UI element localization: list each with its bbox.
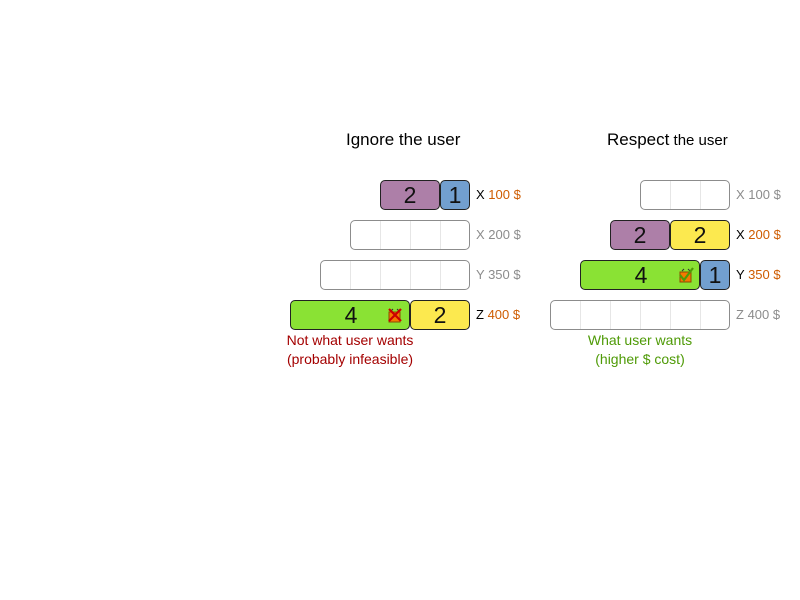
right-panel-title: Respect the user (607, 130, 728, 150)
right-note: What user wants (higher $ cost) (540, 331, 740, 369)
left-row4-machine: Z (476, 307, 484, 322)
left-panel-title: Ignore the user (346, 130, 461, 149)
left-row3-machine: Y (476, 267, 485, 282)
left-row3-label: Y 350 $ (476, 267, 521, 283)
right-row3-machine: Y (736, 267, 745, 282)
left-note-line2: (probably infeasible) (286, 351, 414, 367)
right-note-line1: What user wants (587, 332, 693, 348)
left-row4-block-green-value: 4 (344, 302, 358, 328)
left-row1-machine: X (476, 187, 485, 202)
right-row1-cost: 100 $ (748, 187, 781, 202)
right-title-main: Respect (607, 130, 670, 149)
right-row4-label: Z 400 $ (736, 307, 780, 323)
right-row1-machine: X (736, 187, 745, 202)
left-row2-machine: X (476, 227, 485, 242)
right-row3-block-green-value: 4 (634, 262, 648, 288)
right-title-rest: the user (669, 132, 728, 149)
right-row2-label: X 200 $ (736, 227, 781, 243)
right-row4-cost: 400 $ (747, 307, 781, 322)
right-row3-block-blue: 1 (700, 260, 730, 290)
left-row2-empty-bar (350, 220, 470, 250)
right-row3-cost: 350 $ (748, 267, 781, 282)
left-row4-block-yellow: 2 (410, 300, 470, 330)
right-row3-label: Y 350 $ (736, 267, 781, 283)
left-row4-label: Z 400 $ (476, 307, 520, 323)
left-row1-cost: 100 $ (488, 187, 521, 202)
right-row2-block-purple: 2 (610, 220, 670, 250)
left-row2-cost: 200 $ (488, 227, 521, 242)
right-row2-cost: 200 $ (748, 227, 781, 242)
right-row1-label: X 100 $ (736, 187, 781, 203)
right-row2-block-yellow: 2 (670, 220, 730, 250)
check-icon (679, 267, 694, 283)
left-row1-block-blue: 1 (440, 180, 470, 210)
left-row2-label: X 200 $ (476, 227, 521, 243)
right-note-line2: (higher $ cost) (595, 351, 685, 367)
right-row1-empty-bar (640, 180, 730, 210)
left-note: Not what user wants (probably infeasible… (250, 331, 450, 369)
cross-icon (388, 308, 402, 323)
left-row3-empty-bar (320, 260, 470, 290)
left-note-line1: Not what user wants (286, 332, 414, 348)
left-row1-block-purple: 2 (380, 180, 440, 210)
right-row2-machine: X (736, 227, 745, 242)
right-row4-machine: Z (736, 307, 744, 322)
left-row4-cost: 400 $ (487, 307, 521, 322)
left-row1-label: X 100 $ (476, 187, 521, 203)
left-row3-cost: 350 $ (488, 267, 521, 282)
right-row4-empty-bar (550, 300, 730, 330)
